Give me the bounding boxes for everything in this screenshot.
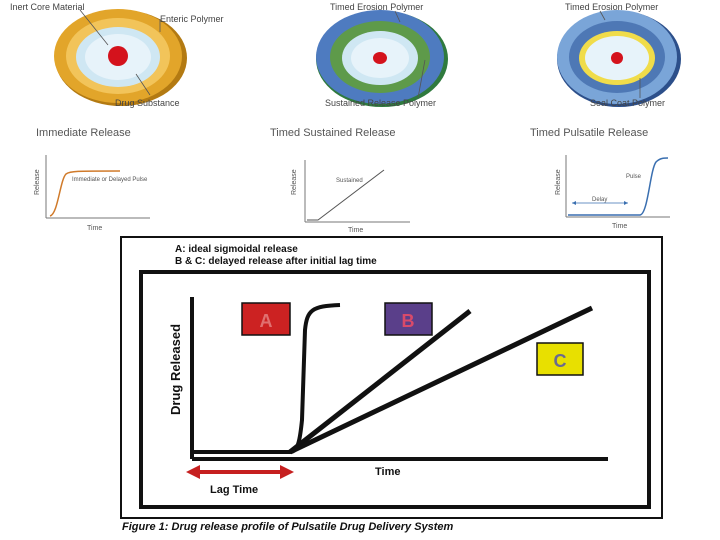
graph2-xlabel: Time bbox=[348, 227, 363, 234]
timed-sustained-bead bbox=[316, 10, 448, 107]
sustained-polymer-label: Sustained Release Polymer bbox=[325, 98, 436, 108]
timed-sustained-graph: Sustained Time Release bbox=[291, 160, 410, 234]
lag-time-arrow bbox=[186, 465, 294, 479]
y-axis-label: Drug Released bbox=[168, 324, 183, 415]
box-a: A bbox=[241, 302, 291, 336]
timed-pulsatile-bead bbox=[557, 10, 681, 107]
box-c: C bbox=[536, 342, 584, 376]
timed-sustained-title: Timed Sustained Release bbox=[270, 127, 396, 139]
graph1-ylabel: Release bbox=[34, 169, 41, 195]
enteric-polymer-label: Enteric Polymer bbox=[160, 14, 224, 24]
svg-text:C: C bbox=[554, 351, 567, 371]
inert-core-label: Inert Core Material bbox=[10, 2, 85, 12]
timed-erosion-label-2: Timed Erosion Polymer bbox=[330, 2, 423, 12]
x-axis-label: Time bbox=[375, 466, 400, 478]
curve-b bbox=[288, 309, 472, 454]
graph3-delay-label: Delay bbox=[592, 197, 607, 203]
svg-text:B: B bbox=[402, 311, 415, 331]
graph3-xlabel: Time bbox=[612, 223, 627, 230]
timed-pulsatile-title: Timed Pulsatile Release bbox=[530, 127, 648, 139]
graph2-ylabel: Release bbox=[291, 169, 298, 195]
immediate-release-title: Immediate Release bbox=[36, 127, 131, 139]
graph1-xlabel: Time bbox=[87, 225, 102, 232]
svg-text:A: A bbox=[260, 311, 273, 331]
box-b: B bbox=[384, 302, 433, 336]
graph3-pulse-label: Pulse bbox=[626, 174, 642, 180]
dosage-forms-panel: Inert Core Material Enteric Polymer Drug… bbox=[10, 2, 681, 234]
seal-coat-label: Seal Coat Polymer bbox=[590, 98, 665, 108]
figure-caption: Figure 1: Drug release profile of Pulsat… bbox=[122, 521, 454, 533]
graph1-annotation: Immediate or Delayed Pulse bbox=[72, 177, 148, 183]
drug-substance-label: Drug Substance bbox=[115, 98, 180, 108]
lag-time-label: Lag Time bbox=[210, 484, 258, 496]
immediate-release-graph: Immediate or Delayed Pulse Time Release bbox=[34, 155, 150, 232]
timed-pulsatile-graph: Delay Pulse Time Release bbox=[555, 155, 670, 230]
immediate-release-bead bbox=[54, 9, 187, 106]
legend-line-1: A: ideal sigmoidal release bbox=[175, 244, 298, 255]
curve-c bbox=[288, 305, 594, 455]
timed-erosion-label-3: Timed Erosion Polymer bbox=[565, 2, 658, 12]
graph2-annotation: Sustained bbox=[336, 178, 363, 184]
legend-line-2: B & C: delayed release after initial lag… bbox=[175, 256, 377, 267]
graph3-ylabel: Release bbox=[555, 169, 562, 195]
